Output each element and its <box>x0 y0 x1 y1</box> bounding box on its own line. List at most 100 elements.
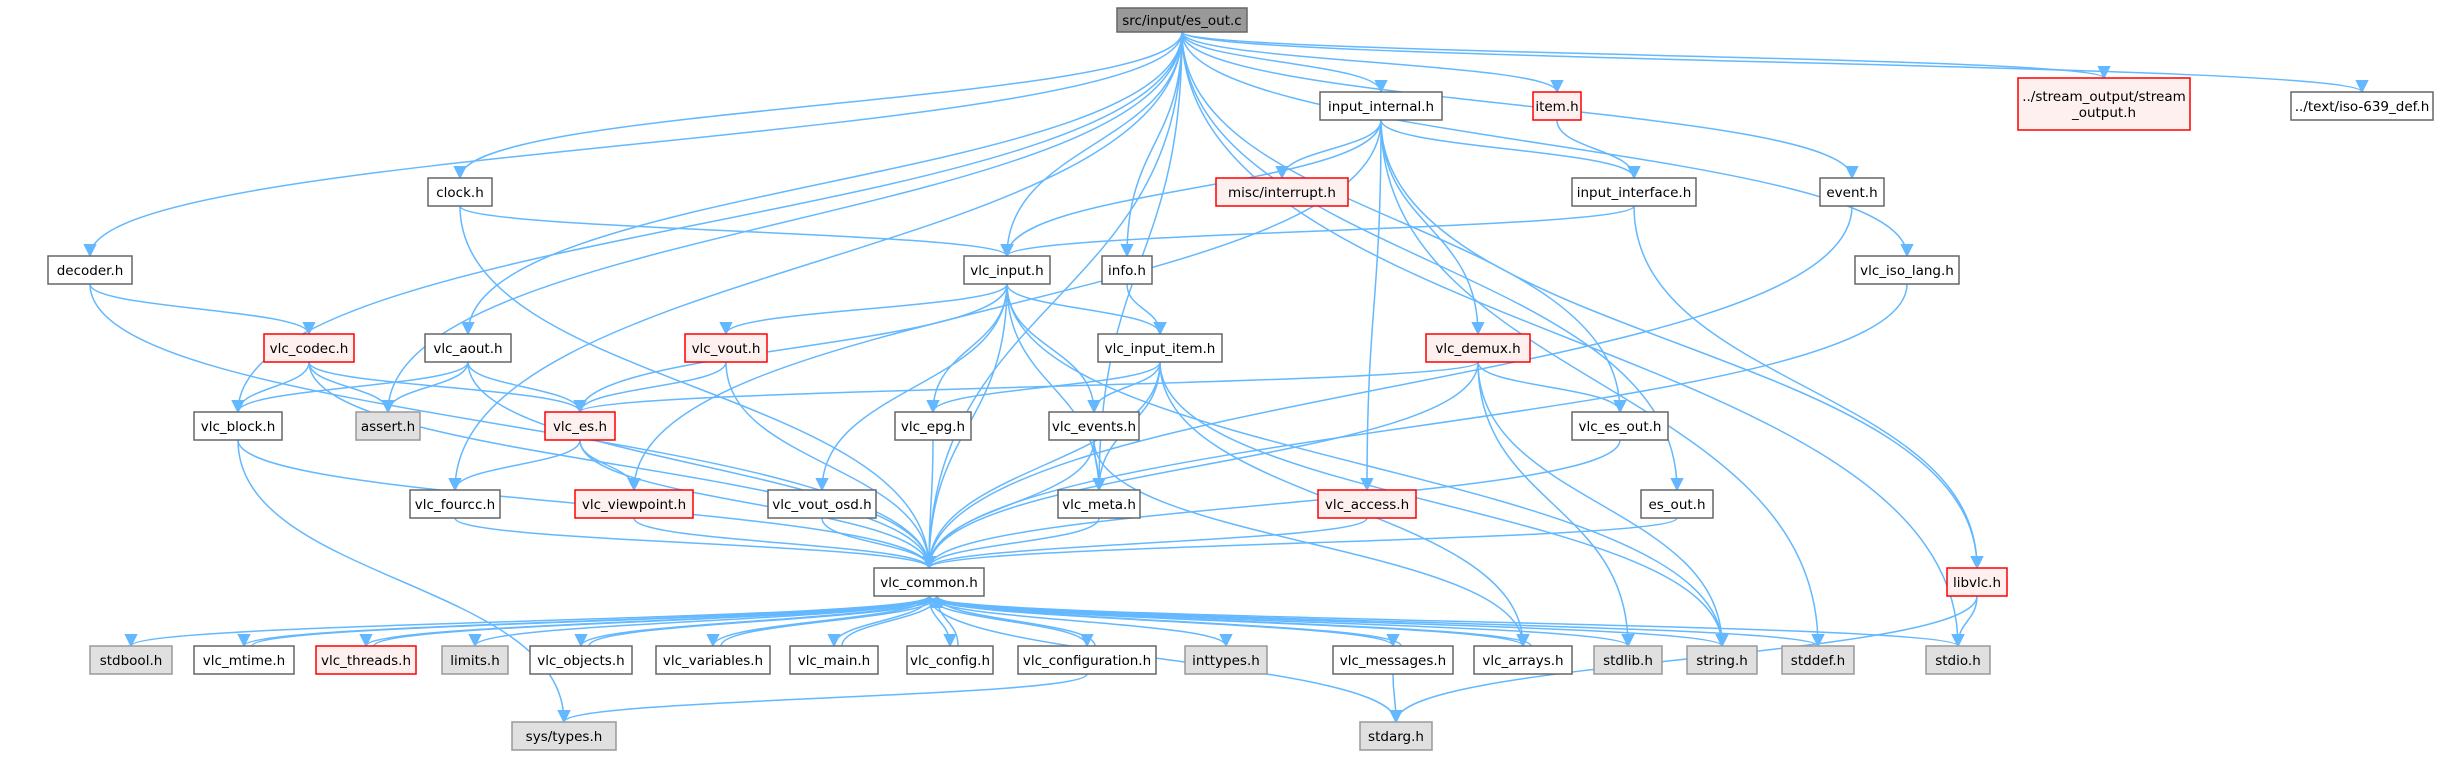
node-es-out-c[interactable]: src/input/es_out.c <box>1116 7 1248 33</box>
node-vlc-aout-h[interactable]: vlc_aout.h <box>424 333 512 363</box>
node-label: ../text/iso-639_def.h <box>2295 99 2430 115</box>
edge-es-out-c-to-es-out-h <box>1181 31 1684 492</box>
node-label: vlc_mtime.h <box>203 653 285 669</box>
node-box <box>529 645 633 675</box>
edge-vlc-aout-h-to-assert-h <box>381 361 469 414</box>
node-stddef-h[interactable]: stddef.h <box>1781 645 1855 675</box>
node-vlc-configuration-h[interactable]: vlc_configuration.h <box>1017 645 1157 675</box>
node-inttypes-h[interactable]: inttypes.h <box>1184 645 1268 675</box>
node-box <box>1593 645 1663 675</box>
node-label: vlc_access.h <box>1325 497 1409 513</box>
edge-vlc-epg-h-to-vlc-common-h <box>922 439 936 570</box>
node-item-h[interactable]: item.h <box>1532 91 1582 121</box>
node-vlc-arrays-h[interactable]: vlc_arrays.h <box>1473 645 1573 675</box>
node-event-h[interactable]: event.h <box>1819 177 1885 207</box>
node-iso639-h[interactable]: ../text/iso-639_def.h <box>2290 91 2434 121</box>
node-box <box>1686 645 1758 675</box>
node-box <box>193 411 283 441</box>
node-sys-types-h[interactable]: sys/types.h <box>511 721 617 751</box>
node-label: limits.h <box>450 653 500 669</box>
edge-vlc-configuration-h-to-sys-types-h <box>557 673 1088 724</box>
node-vlc-input-h[interactable]: vlc_input.h <box>963 255 1051 285</box>
node-input-interface-h[interactable]: input_interface.h <box>1571 177 1697 207</box>
node-stdio-h[interactable]: stdio.h <box>1925 645 1991 675</box>
node-label: string.h <box>1696 653 1748 669</box>
node-label: vlc_vout_osd.h <box>772 497 871 513</box>
edge-clock-h-to-vlc-input-h <box>459 205 1014 258</box>
node-stream-output-h[interactable]: ../stream_output/stream_output.h <box>2017 77 2191 131</box>
edge-input-internal-h-to-libvlc-h <box>1380 119 1984 570</box>
node-clock-h[interactable]: clock.h <box>427 177 493 207</box>
edge-vlc-input-h-to-vlc-vout-h <box>719 283 1008 336</box>
node-label: item.h <box>1535 99 1578 115</box>
node-box <box>1317 489 1417 519</box>
node-box <box>1781 645 1855 675</box>
node-box <box>1215 177 1349 207</box>
node-box <box>89 645 173 675</box>
edge-vlc-input-h-to-string-h <box>1006 283 1729 648</box>
node-label: libvlc.h <box>1953 575 2001 591</box>
edge-vlc-common-h-to-stdbool-h <box>124 595 930 648</box>
node-box <box>1532 91 1582 121</box>
node-vlc-config-h[interactable]: vlc_config.h <box>906 645 994 675</box>
node-vlc-vout-osd-h[interactable]: vlc_vout_osd.h <box>767 489 877 519</box>
edge-vlc-input-h-to-vlc-vout-osd-h <box>815 283 1008 492</box>
node-stdarg-h[interactable]: stdarg.h <box>1359 721 1433 751</box>
node-box <box>2290 91 2434 121</box>
node-box <box>1101 255 1153 285</box>
node-libvlc-h[interactable]: libvlc.h <box>1946 567 2008 597</box>
node-vlc-mtime-h[interactable]: vlc_mtime.h <box>193 645 295 675</box>
edge-vlc-variables-h-to-vlc-common-h <box>720 594 944 647</box>
node-label: stddef.h <box>1791 653 1845 669</box>
node-vlc-fourcc-h[interactable]: vlc_fourcc.h <box>409 489 501 519</box>
node-vlc-events-h[interactable]: vlc_events.h <box>1048 411 1140 441</box>
edge-vlc-input-item-h-to-vlc-common-h <box>922 361 1161 570</box>
node-vlc-es-out-h[interactable]: vlc_es_out.h <box>1571 411 1669 441</box>
edge-es-out-c-to-input-internal-h <box>1181 31 1388 94</box>
node-decoder-h[interactable]: decoder.h <box>47 255 133 285</box>
node-box <box>873 567 985 597</box>
node-vlc-es-h[interactable]: vlc_es.h <box>544 411 616 441</box>
node-box <box>544 411 616 441</box>
edge-es-out-h-to-vlc-common-h <box>922 517 1678 570</box>
edge-vlc-mtime-h-to-vlc-common-h <box>251 594 944 647</box>
node-vlc-common-h[interactable]: vlc_common.h <box>873 567 985 597</box>
edge-vlc-input-item-h-to-string-h <box>1159 361 1729 648</box>
node-vlc-viewpoint-h[interactable]: vlc_viewpoint.h <box>574 489 694 519</box>
node-vlc-objects-h[interactable]: vlc_objects.h <box>529 645 633 675</box>
node-vlc-meta-h[interactable]: vlc_meta.h <box>1057 489 1141 519</box>
edge-es-out-c-to-vlc-aout-h <box>461 31 1183 336</box>
node-vlc-vout-h[interactable]: vlc_vout.h <box>684 333 768 363</box>
edge-vlc-demux-h-to-string-h <box>1477 361 1729 648</box>
edge-input-internal-h-to-input-interface-h <box>1380 119 1641 180</box>
node-vlc-access-h[interactable]: vlc_access.h <box>1317 489 1417 519</box>
node-es-out-h[interactable]: es_out.h <box>1640 489 1714 519</box>
node-string-h[interactable]: string.h <box>1686 645 1758 675</box>
node-label: vlc_epg.h <box>901 419 965 435</box>
node-limits-h[interactable]: limits.h <box>441 645 509 675</box>
node-misc-interrupt-h[interactable]: misc/interrupt.h <box>1215 177 1349 207</box>
edge-es-out-c-to-clock-h <box>453 31 1183 180</box>
node-vlc-variables-h[interactable]: vlc_variables.h <box>655 645 771 675</box>
node-vlc-block-h[interactable]: vlc_block.h <box>193 411 283 441</box>
node-assert-h[interactable]: assert.h <box>355 411 421 441</box>
node-vlc-demux-h[interactable]: vlc_demux.h <box>1425 333 1531 363</box>
node-stdbool-h[interactable]: stdbool.h <box>89 645 173 675</box>
node-vlc-iso-lang-h[interactable]: vlc_iso_lang.h <box>1854 255 1960 285</box>
edge-es-out-c-to-decoder-h <box>83 31 1183 258</box>
node-info-h[interactable]: info.h <box>1101 255 1153 285</box>
nodes-layer: src/input/es_out.c input_internal.h item.h… <box>47 7 2434 751</box>
node-vlc-main-h[interactable]: vlc_main.h <box>789 645 879 675</box>
node-input-internal-h[interactable]: input_internal.h <box>1319 91 1443 121</box>
node-box <box>1473 645 1573 675</box>
node-vlc-input-item-h[interactable]: vlc_input_item.h <box>1097 333 1223 363</box>
node-label: vlc_fourcc.h <box>415 497 495 513</box>
node-vlc-epg-h[interactable]: vlc_epg.h <box>894 411 972 441</box>
node-vlc-messages-h[interactable]: vlc_messages.h <box>1332 645 1454 675</box>
node-box <box>1819 177 1885 207</box>
node-stdlib-h[interactable]: stdlib.h <box>1593 645 1663 675</box>
node-label: es_out.h <box>1648 497 1705 513</box>
node-vlc-threads-h[interactable]: vlc_threads.h <box>315 645 417 675</box>
node-vlc-codec-h[interactable]: vlc_codec.h <box>263 333 355 363</box>
